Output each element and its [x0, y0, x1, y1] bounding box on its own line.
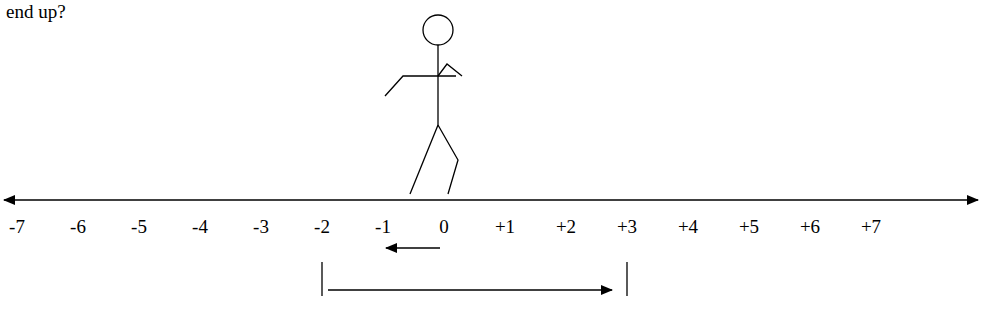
move-right-arrow: [328, 289, 612, 290]
tick-label: -3: [253, 217, 269, 238]
tick-label: -2: [314, 217, 330, 238]
figure-body: [437, 45, 438, 125]
start-bar: [321, 262, 322, 296]
tick-label: -6: [70, 217, 86, 238]
tick-label: -5: [131, 217, 147, 238]
tick-label: +2: [556, 217, 576, 238]
figure-left-arm: [385, 76, 456, 96]
tick-label: +4: [678, 217, 698, 238]
number-line: [4, 199, 978, 201]
tick-label: +5: [739, 217, 759, 238]
tick-label: 0: [439, 217, 449, 238]
tick-label: +7: [861, 217, 881, 238]
figure-right-arm: [438, 64, 462, 76]
figure-left-leg: [410, 125, 438, 194]
tick-label: +6: [800, 217, 820, 238]
move-left-arrow: [386, 247, 440, 248]
figure-right-leg: [438, 125, 458, 194]
tick-label: +1: [495, 217, 515, 238]
tick-label: -4: [192, 217, 208, 238]
tick-label: +3: [617, 217, 637, 238]
figure-head: [423, 15, 453, 45]
stick-figure: [385, 15, 462, 194]
tick-label: -1: [375, 217, 391, 238]
tick-label: -7: [9, 217, 25, 238]
question-text: end up?: [6, 2, 66, 23]
end-bar: [626, 262, 627, 296]
